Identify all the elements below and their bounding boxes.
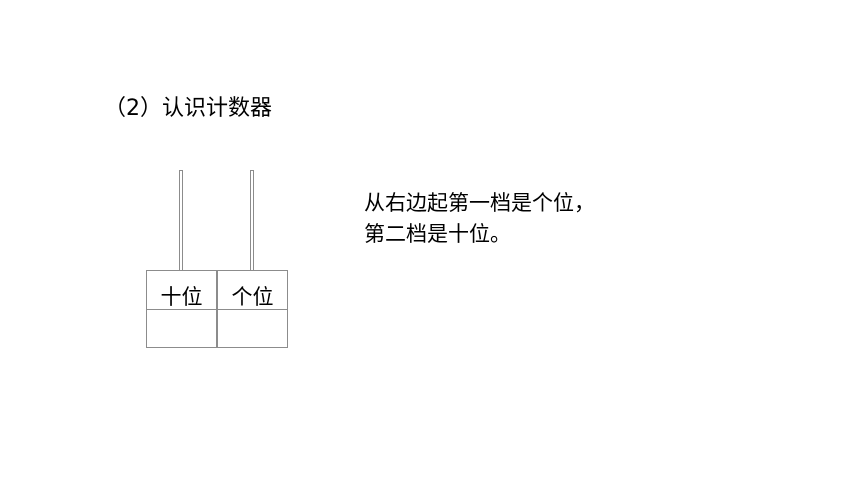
ones-base-box (217, 309, 288, 348)
counting-frame: 十位 个位 (146, 170, 288, 348)
tens-place-label: 十位 (146, 270, 217, 310)
tens-base-box (146, 309, 217, 348)
ones-place-label: 个位 (217, 270, 288, 310)
explanation-line-2: 第二档是十位。 (364, 222, 511, 246)
tens-rod (179, 170, 183, 270)
explanation-text: 从右边起第一档是个位， 第二档是十位。 (364, 188, 595, 250)
explanation-line-1: 从右边起第一档是个位， (364, 191, 595, 215)
section-heading: （2）认识计数器 (104, 96, 272, 121)
ones-rod (250, 170, 254, 270)
